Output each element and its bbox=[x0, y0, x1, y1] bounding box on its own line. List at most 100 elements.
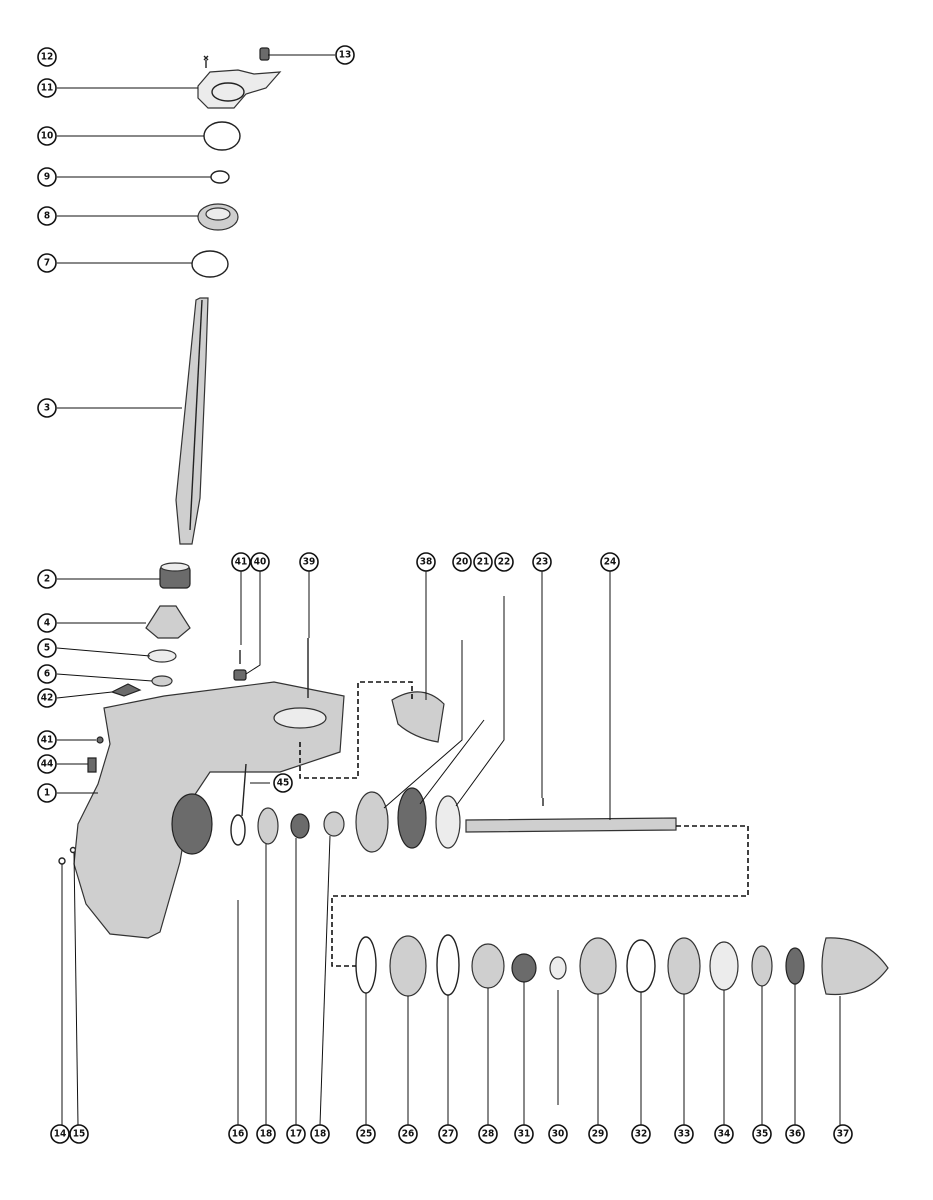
svg-text:3: 3 bbox=[44, 403, 50, 414]
svg-text:17: 17 bbox=[290, 1129, 303, 1140]
callout-14: 14 bbox=[50, 1124, 70, 1144]
svg-text:18: 18 bbox=[260, 1129, 273, 1140]
svg-text:34: 34 bbox=[718, 1129, 731, 1140]
part-14-screw bbox=[58, 857, 66, 865]
callout-45: 45 bbox=[273, 773, 293, 793]
part-31-bearing bbox=[511, 953, 537, 983]
svg-text:22: 22 bbox=[498, 557, 511, 568]
part-28-bearing-race bbox=[471, 943, 505, 989]
svg-text:25: 25 bbox=[360, 1129, 373, 1140]
part-19-spacer bbox=[323, 811, 345, 837]
callout-23: 23 bbox=[532, 552, 552, 572]
part-25-o-ring bbox=[355, 936, 377, 994]
part-38-cover bbox=[391, 691, 445, 743]
callout-41-top: 41 bbox=[231, 552, 251, 572]
part-18-bearing-race bbox=[257, 807, 279, 845]
part-7-seal-ring bbox=[191, 250, 229, 278]
callout-26: 26 bbox=[398, 1124, 418, 1144]
callout-10: 10 bbox=[37, 126, 57, 146]
svg-text:11: 11 bbox=[41, 83, 54, 94]
svg-text:21: 21 bbox=[477, 557, 490, 568]
part-45-stud bbox=[241, 763, 247, 817]
svg-text:35: 35 bbox=[756, 1129, 769, 1140]
svg-text:44: 44 bbox=[41, 759, 54, 770]
svg-text:8: 8 bbox=[44, 211, 50, 222]
callout-6: 6 bbox=[37, 664, 57, 684]
svg-text:4: 4 bbox=[44, 618, 50, 629]
svg-text:28: 28 bbox=[482, 1129, 495, 1140]
svg-text:7: 7 bbox=[44, 258, 50, 269]
callout-12: 12 bbox=[37, 47, 57, 67]
callout-7: 7 bbox=[37, 253, 57, 273]
part-13-nut bbox=[259, 47, 270, 61]
callout-41-left: 41 bbox=[37, 730, 57, 750]
part-6-nut bbox=[151, 675, 173, 687]
callout-13: 13 bbox=[335, 45, 355, 65]
svg-text:30: 30 bbox=[552, 1129, 565, 1140]
callout-44: 44 bbox=[37, 754, 57, 774]
part-20-forward-gear bbox=[355, 791, 389, 853]
part-3-driveshaft bbox=[175, 297, 209, 545]
part-1-gear-housing bbox=[73, 681, 345, 939]
callout-27: 27 bbox=[438, 1124, 458, 1144]
callout-33: 33 bbox=[674, 1124, 694, 1144]
part-5-washer bbox=[147, 649, 177, 663]
svg-text:14: 14 bbox=[54, 1129, 67, 1140]
callout-4: 4 bbox=[37, 613, 57, 633]
callout-11: 11 bbox=[37, 78, 57, 98]
part-29-reverse-gear bbox=[579, 937, 617, 995]
svg-text:40: 40 bbox=[254, 557, 267, 568]
svg-text:20: 20 bbox=[456, 557, 469, 568]
part-17-bearing bbox=[290, 813, 310, 839]
part-10-gasket-ring bbox=[203, 121, 241, 151]
callout-1: 1 bbox=[37, 783, 57, 803]
part-9-o-ring bbox=[210, 170, 230, 184]
svg-text:39: 39 bbox=[303, 557, 316, 568]
callout-24: 24 bbox=[600, 552, 620, 572]
svg-text:24: 24 bbox=[604, 557, 617, 568]
callout-39: 39 bbox=[299, 552, 319, 572]
svg-text:10: 10 bbox=[41, 131, 54, 142]
callout-15: 15 bbox=[69, 1124, 89, 1144]
callout-21: 21 bbox=[473, 552, 493, 572]
svg-text:12: 12 bbox=[41, 52, 54, 63]
svg-text:36: 36 bbox=[789, 1129, 802, 1140]
svg-text:15: 15 bbox=[73, 1129, 86, 1140]
svg-text:18: 18 bbox=[314, 1129, 327, 1140]
callout-40: 40 bbox=[250, 552, 270, 572]
part-21-bearing bbox=[397, 787, 427, 849]
callout-30: 30 bbox=[548, 1124, 568, 1144]
part-44-plug bbox=[87, 757, 97, 773]
part-16-o-ring bbox=[230, 814, 246, 846]
part-26-bearing-carrier bbox=[389, 935, 427, 997]
callout-31: 31 bbox=[514, 1124, 534, 1144]
part-42-shim bbox=[110, 683, 142, 697]
callout-3: 3 bbox=[37, 398, 57, 418]
part-12-screw bbox=[203, 55, 209, 68]
svg-text:23: 23 bbox=[536, 557, 549, 568]
callout-25: 25 bbox=[356, 1124, 376, 1144]
leader-lines bbox=[56, 54, 841, 1126]
part-2-bearing-cup bbox=[159, 562, 191, 589]
part-35-washer bbox=[751, 945, 773, 987]
svg-text:33: 33 bbox=[678, 1129, 691, 1140]
part-4-pinion-gear bbox=[145, 605, 191, 639]
part-43-fitting bbox=[96, 736, 104, 744]
callout-42: 42 bbox=[37, 688, 57, 708]
svg-text:13: 13 bbox=[339, 50, 352, 61]
svg-text:41: 41 bbox=[41, 735, 54, 746]
svg-text:31: 31 bbox=[518, 1129, 531, 1140]
part-22-clutch bbox=[435, 795, 461, 849]
part-27-seal bbox=[436, 934, 460, 996]
part-36-nut bbox=[785, 947, 805, 985]
callout-28: 28 bbox=[478, 1124, 498, 1144]
svg-text:26: 26 bbox=[402, 1129, 415, 1140]
svg-text:27: 27 bbox=[442, 1129, 455, 1140]
callout-29: 29 bbox=[588, 1124, 608, 1144]
svg-text:16: 16 bbox=[232, 1129, 245, 1140]
callout-17: 17 bbox=[286, 1124, 306, 1144]
svg-text:9: 9 bbox=[44, 172, 50, 183]
callout-36: 36 bbox=[785, 1124, 805, 1144]
callout-20: 20 bbox=[452, 552, 472, 572]
callout-38: 38 bbox=[416, 552, 436, 572]
